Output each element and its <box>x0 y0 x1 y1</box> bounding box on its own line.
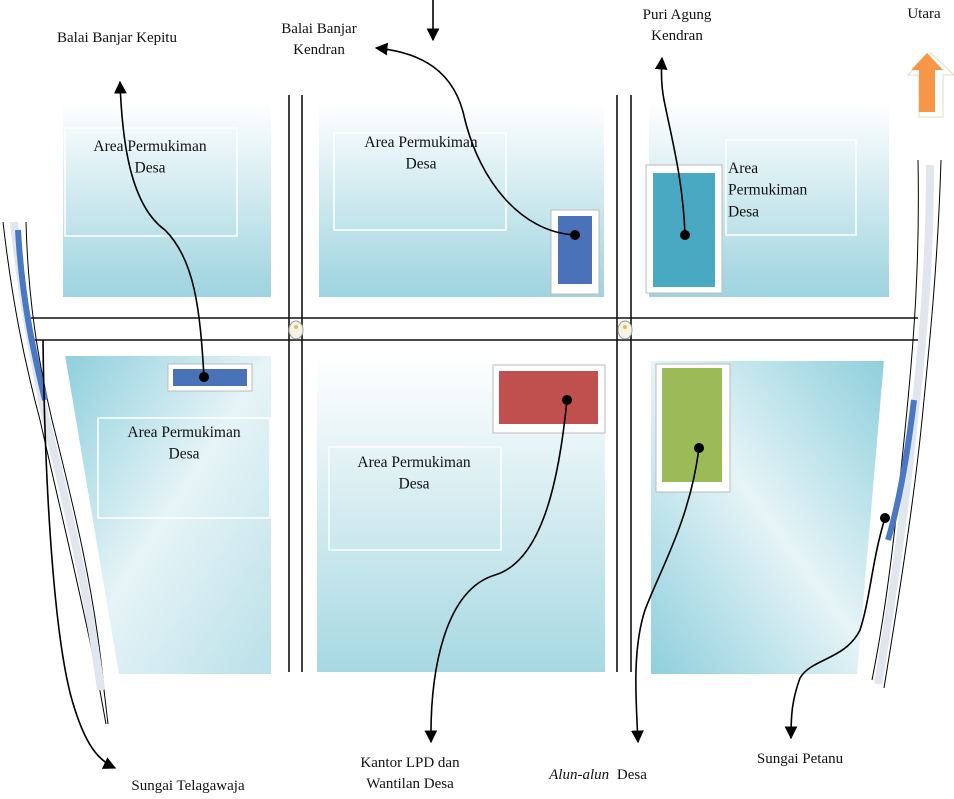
area-frame-bottom-middle <box>328 446 502 551</box>
river-telagawaja <box>2 221 109 725</box>
leader-line-telagawaja <box>42 339 117 769</box>
label-balai-banjar-kepitu: Balai Banjar Kepitu <box>57 30 177 46</box>
point-marker <box>570 230 580 240</box>
area-frame-top-right <box>725 139 857 236</box>
label-alun-alun: Alun-alun Desa <box>548 767 647 783</box>
point-marker <box>680 230 690 240</box>
leader-line-petanu <box>784 517 886 740</box>
block-top-left <box>61 101 273 299</box>
leader-line-kepitu <box>114 80 205 378</box>
point-marker <box>562 395 572 405</box>
area-frame-top-middle <box>333 132 507 231</box>
north-arrow-icon <box>906 52 954 118</box>
river-petanu <box>871 159 942 689</box>
leader-line-kendran <box>374 42 576 236</box>
puri-agung-kendran-building <box>645 164 723 294</box>
road-network <box>30 95 918 672</box>
point-marker <box>694 443 704 453</box>
compass-label: Utara <box>907 6 941 22</box>
area-frame-top-left <box>64 127 238 237</box>
intersection-marker <box>288 320 304 340</box>
kantor-lpd-building <box>492 364 606 434</box>
balai-banjar-kendran-building <box>550 209 600 295</box>
label-sungai-petanu: Sungai Petanu <box>757 751 844 767</box>
point-marker <box>880 513 890 523</box>
balai-banjar-kepitu-building <box>167 363 253 392</box>
point-marker <box>199 372 209 382</box>
alun-alun-field <box>655 363 731 493</box>
intersection-marker <box>617 320 633 340</box>
label-sungai-telagawaja: Sungai Telagawaja <box>131 778 245 794</box>
leader-line-puri <box>654 56 686 236</box>
leader-line-lpd <box>424 399 568 744</box>
leader-line-alun-alun <box>631 447 700 744</box>
area-frame-bottom-left <box>97 417 271 519</box>
